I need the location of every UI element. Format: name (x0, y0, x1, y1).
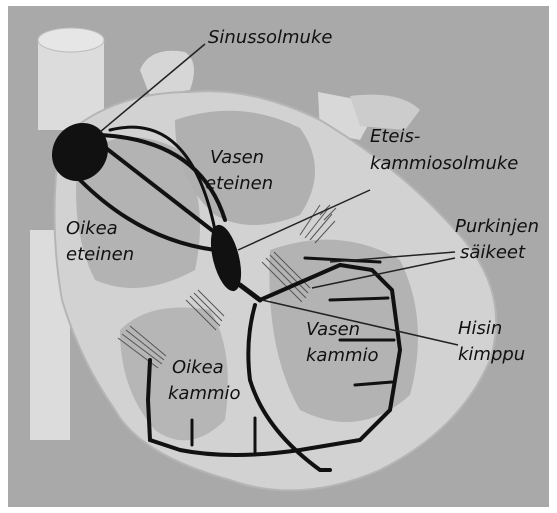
label-his-line1: Hisin (458, 318, 502, 339)
label-left-atrium-line1: Vasen (210, 147, 264, 168)
label-av-node-line2: kammiosolmuke (370, 153, 518, 174)
label-av-node-line1: Eteis- (370, 126, 420, 147)
label-right-ventricle-line2: kammio (168, 383, 241, 404)
label-purkinje-line1: Purkinjen (455, 216, 539, 237)
label-left-ventricle-line1: Vasen (306, 319, 360, 340)
label-left-ventricle-line2: kammio (306, 345, 379, 366)
label-right-atrium-line2: eteinen (66, 244, 134, 265)
label-purkinje-line2: säikeet (460, 242, 526, 263)
label-left-atrium-line2: eteinen (205, 173, 273, 194)
label-right-atrium-line1: Oikea (66, 218, 118, 239)
label-right-ventricle-line1: Oikea (172, 357, 224, 378)
label-sinus-node: Sinussolmuke (208, 27, 332, 48)
label-his-line2: kimppu (458, 344, 525, 365)
purkinje-fibre-2 (330, 298, 388, 300)
